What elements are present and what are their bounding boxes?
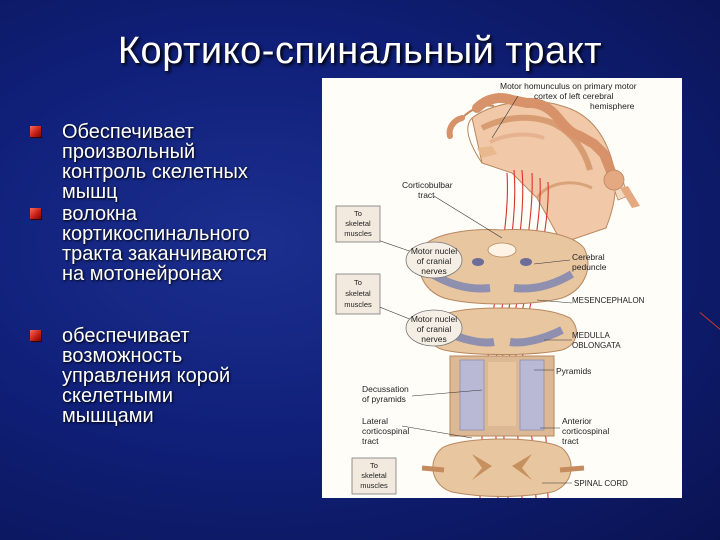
label-spinal-cord: SPINAL CORD [574, 479, 628, 488]
label-corticobulbar-tract: tract [418, 190, 435, 200]
decorative-line [699, 312, 720, 333]
label-motor-homunculus: cortex of left cerebral [534, 91, 613, 101]
mesencephalon-section [418, 229, 589, 305]
bullet-item: Обеспечивает произвольный контроль скеле… [30, 122, 330, 202]
motor-nuclei-callout [405, 309, 463, 347]
label-motor-nuclei: nerves [421, 334, 447, 344]
diagram-labels: Motor homunculus on primary motor cortex… [362, 81, 645, 488]
label-medulla-oblongata: MEDULLA [572, 331, 610, 340]
label-motor-nuclei: Motor nuclei [411, 314, 457, 324]
label-anterior-corticospinal-tract: corticospinal [562, 426, 609, 436]
corticospinal-tract-diagram: To skeletal muscles To skeletal muscles … [322, 78, 682, 498]
box-label: muscles [344, 229, 372, 238]
label-pyramids: Pyramids [556, 366, 591, 376]
brainstem-column [449, 355, 555, 437]
cerebral-cortex-illustration [461, 100, 629, 244]
spinal-cord-section [421, 438, 585, 497]
label-decussation-of-pyramids: Decussation [362, 384, 409, 394]
box-label: To [370, 461, 378, 470]
label-lateral-corticospinal-tract: Lateral [362, 416, 388, 426]
label-cerebral-peduncle: Cerebral [572, 252, 605, 262]
to-skeletal-muscles-box: To skeletal muscles [335, 205, 381, 243]
label-motor-nuclei: of cranial [417, 256, 452, 266]
label-lateral-corticospinal-tract: tract [362, 436, 379, 446]
label-mesencephalon: MESENCEPHALON [572, 296, 645, 305]
diagram-svg: To skeletal muscles To skeletal muscles … [335, 81, 645, 498]
box-label: skeletal [345, 289, 371, 298]
bullet-item: обеспечивает возможность управления коро… [30, 326, 330, 426]
label-decussation-of-pyramids: of pyramids [362, 394, 406, 404]
slide-title: Кортико-спинальный тракт [117, 30, 603, 72]
box-label: To [354, 209, 362, 218]
box-label: muscles [360, 481, 388, 490]
label-motor-nuclei: Motor nuclei [411, 246, 457, 256]
bullet-text: Обеспечивает произвольный контроль скеле… [62, 121, 248, 203]
label-anterior-corticospinal-tract: tract [562, 436, 579, 446]
red-square-bullet-icon [30, 126, 41, 137]
label-lateral-corticospinal-tract: corticospinal [362, 426, 409, 436]
label-anterior-corticospinal-tract: Anterior [562, 416, 592, 426]
bullet-text: обеспечивает возможность управления коро… [62, 325, 231, 427]
label-motor-homunculus: Motor homunculus on primary motor [500, 81, 637, 91]
bullet-item: волокна кортикоспинального тракта заканч… [30, 204, 330, 284]
box-label: skeletal [345, 219, 371, 228]
box-label: muscles [344, 300, 372, 309]
red-square-bullet-icon [30, 208, 41, 219]
label-motor-nuclei: of cranial [417, 324, 452, 334]
label-cerebral-peduncle: peduncle [572, 262, 607, 272]
to-skeletal-muscles-box: To skeletal muscles [351, 457, 397, 495]
label-motor-nuclei: nerves [421, 266, 447, 276]
box-label: To [354, 278, 362, 287]
to-skeletal-muscles-box: To skeletal muscles [335, 273, 381, 315]
motor-homunculus-illustration [446, 93, 640, 208]
label-corticobulbar-tract: Corticobulbar [402, 180, 453, 190]
label-motor-homunculus: hemisphere [590, 101, 635, 111]
motor-nuclei-callout [405, 241, 463, 279]
bullet-list: Обеспечивает произвольный контроль скеле… [30, 122, 330, 426]
box-label: skeletal [361, 471, 387, 480]
red-square-bullet-icon [30, 330, 41, 341]
label-medulla-oblongata: OBLONGATA [572, 341, 621, 350]
bullet-text: волокна кортикоспинального тракта заканч… [62, 203, 268, 285]
